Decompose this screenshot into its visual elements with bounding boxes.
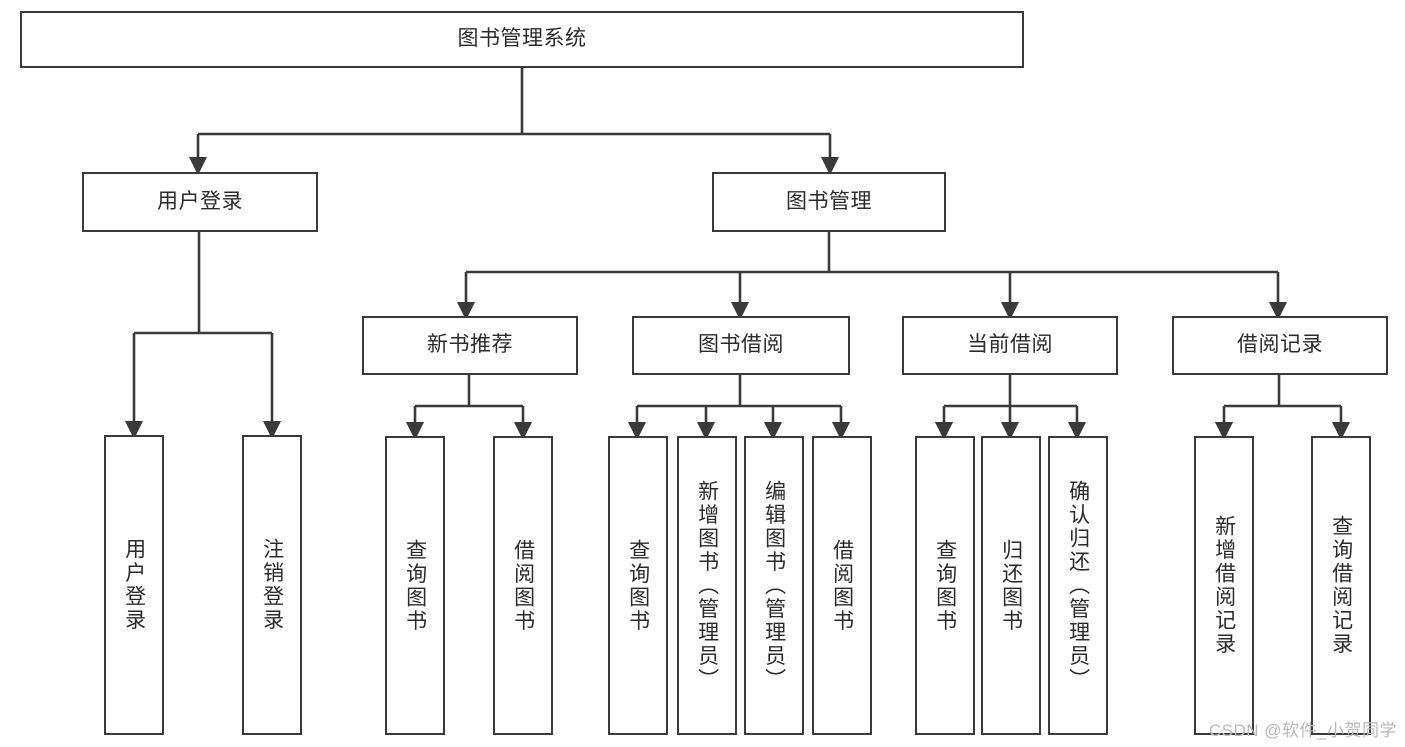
node-leaf-query-book-1-label: 查询图书 <box>403 538 427 633</box>
node-borrow-record-label: 借阅记录 <box>1237 333 1323 357</box>
node-leaf-query-book-2-label: 查询图书 <box>626 538 650 633</box>
node-leaf-borrow-book-1[interactable]: 借阅图书 <box>493 436 553 735</box>
node-leaf-return-book[interactable]: 归还图书 <box>981 436 1041 735</box>
node-leaf-borrow-book-2-label: 借阅图书 <box>830 538 854 633</box>
node-leaf-query-book-1[interactable]: 查询图书 <box>385 436 445 735</box>
node-new-book-recommend[interactable]: 新书推荐 <box>362 316 578 375</box>
node-leaf-query-book-2[interactable]: 查询图书 <box>608 436 668 735</box>
node-current-borrow-label: 当前借阅 <box>967 333 1053 357</box>
node-user-login[interactable]: 用户登录 <box>82 172 318 232</box>
node-leaf-query-book-3[interactable]: 查询图书 <box>915 436 975 735</box>
node-current-borrow[interactable]: 当前借阅 <box>902 316 1118 375</box>
node-root[interactable]: 图书管理系统 <box>20 11 1024 68</box>
node-book-manage[interactable]: 图书管理 <box>712 172 946 232</box>
node-leaf-edit-book-label: 编辑图书（管理员） <box>762 479 786 692</box>
node-leaf-return-book-label: 归还图书 <box>999 538 1023 633</box>
node-leaf-edit-book[interactable]: 编辑图书（管理员） <box>744 436 804 735</box>
node-book-manage-label: 图书管理 <box>786 189 872 213</box>
node-leaf-query-record[interactable]: 查询借阅记录 <box>1311 436 1371 735</box>
node-leaf-confirm-return[interactable]: 确认归还（管理员） <box>1048 436 1108 735</box>
node-root-label: 图书管理系统 <box>457 27 587 51</box>
node-leaf-user-login-label: 用户登录 <box>122 538 146 632</box>
node-leaf-borrow-book-1-label: 借阅图书 <box>511 538 535 633</box>
node-book-borrow-label: 图书借阅 <box>698 333 784 357</box>
node-leaf-user-login[interactable]: 用户登录 <box>104 435 164 735</box>
node-leaf-query-record-label: 查询借阅记录 <box>1329 515 1353 656</box>
node-leaf-add-record[interactable]: 新增借阅记录 <box>1194 436 1254 735</box>
node-borrow-record[interactable]: 借阅记录 <box>1172 316 1388 375</box>
node-user-login-label: 用户登录 <box>157 189 243 213</box>
node-leaf-logout-login[interactable]: 注销登录 <box>242 435 302 735</box>
watermark-text: CSDN @软件_小贺同学 <box>1208 721 1397 740</box>
node-book-borrow[interactable]: 图书借阅 <box>632 316 850 375</box>
node-leaf-add-book[interactable]: 新增图书（管理员） <box>677 436 737 735</box>
node-leaf-logout-login-label: 注销登录 <box>260 538 284 632</box>
node-leaf-add-record-label: 新增借阅记录 <box>1212 515 1236 656</box>
node-leaf-add-book-label: 新增图书（管理员） <box>695 479 719 692</box>
node-leaf-confirm-return-label: 确认归还（管理员） <box>1066 479 1090 692</box>
node-leaf-borrow-book-2[interactable]: 借阅图书 <box>812 436 872 735</box>
node-new-book-recommend-label: 新书推荐 <box>427 333 513 357</box>
node-leaf-query-book-3-label: 查询图书 <box>933 538 957 633</box>
